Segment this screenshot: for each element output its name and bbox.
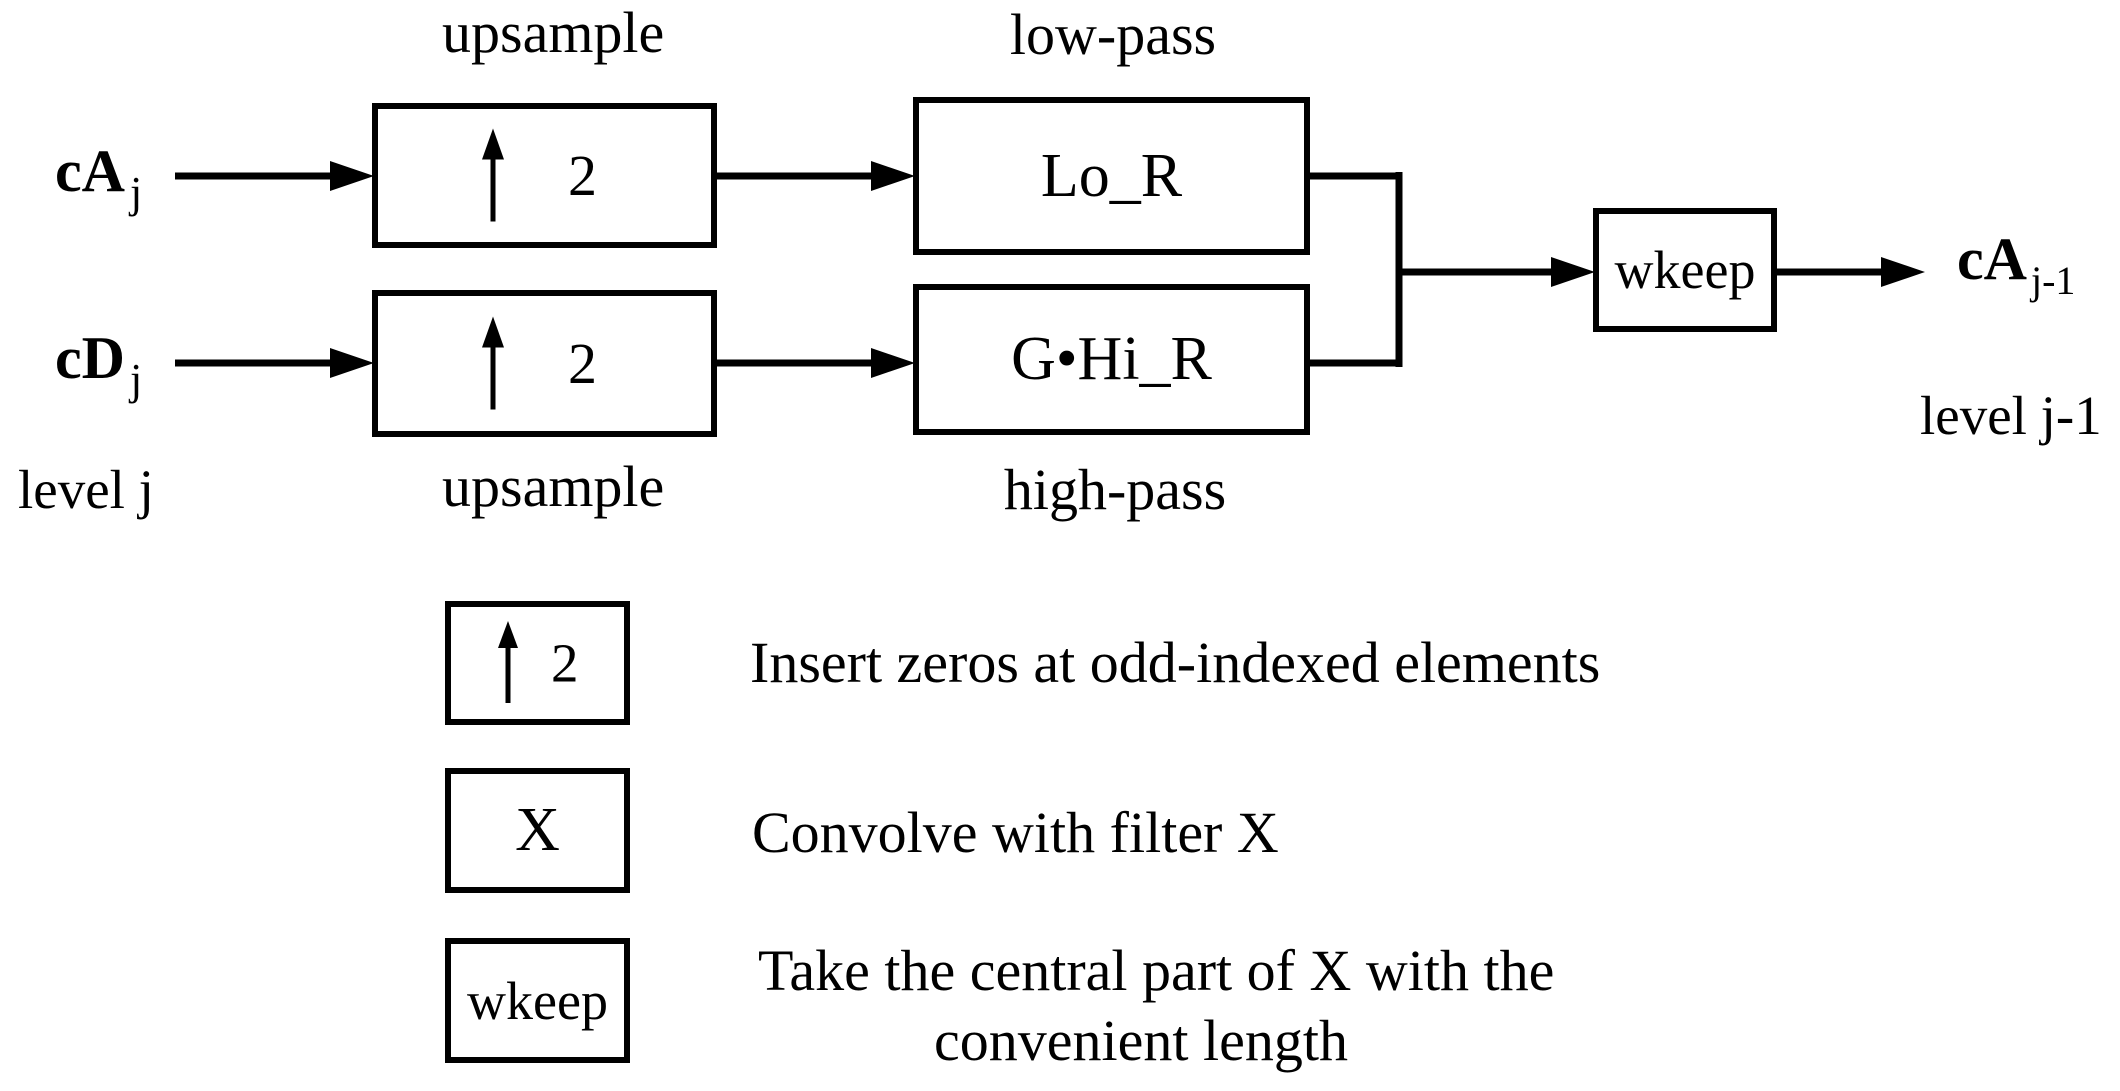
legend-up2-description: Insert zeros at odd-indexed elements [750, 630, 1601, 695]
arrow-wkeep-to-output-head [1881, 257, 1925, 287]
arrow-ca-input [175, 161, 374, 191]
input-cd-base: cD [55, 325, 125, 391]
lowpass-label: low-pass [1009, 2, 1217, 67]
highpass-label: high-pass [1003, 457, 1227, 522]
legend-x-label: X [515, 796, 560, 864]
lowpass-filter-box: Lo_R [913, 97, 1310, 255]
wkeep-label: wkeep [1614, 240, 1756, 300]
legend-wkeep-description-line2: convenient length [934, 1008, 1348, 1073]
up-arrow-icon [478, 316, 508, 411]
highpass-filter-box: G•Hi_R [913, 284, 1310, 435]
input-ca-subscript: j [129, 168, 143, 217]
arrow-wkeep-to-output [1775, 257, 1925, 287]
upsample-box-ca: 2 [372, 103, 717, 248]
output-ca-subscript: j-1 [2030, 258, 2076, 303]
legend-wkeep-description-line1: Take the central part of X with the [758, 938, 1555, 1003]
arrow-merge-to-wkeep-head [1551, 257, 1595, 287]
input-ca-base: cA [55, 138, 125, 204]
level-j-1-label: level j-1 [1920, 385, 2102, 446]
arrow-cd-input [175, 348, 374, 378]
legend-wkeep-description: Take the central part of X with the conv… [758, 936, 1555, 1076]
arrow-upsample-to-highpass [715, 348, 915, 378]
input-cd-subscript: j [129, 355, 143, 404]
upsample-factor: 2 [568, 142, 597, 208]
up-arrow-icon [478, 128, 508, 223]
lowpass-filter-label: Lo_R [1040, 141, 1183, 210]
legend-wkeep-label: wkeep [467, 970, 608, 1031]
arrow-upsample-to-lowpass-head [871, 161, 915, 191]
up-arrow-icon [495, 621, 521, 705]
legend-wkeep-box: wkeep [445, 938, 630, 1063]
legend-up2-box: 2 [445, 601, 630, 725]
arrow-ca-input-head [330, 161, 374, 191]
upsample-box-cd: 2 [372, 290, 717, 437]
upsample-factor: 2 [568, 330, 597, 396]
wkeep-box: wkeep [1593, 208, 1777, 332]
level-j-label: level j [18, 459, 154, 520]
legend-x-description: Convolve with filter X [752, 800, 1279, 865]
arrow-upsample-to-lowpass [715, 161, 915, 191]
highpass-filter-label: G•Hi_R [1011, 325, 1212, 393]
arrow-cd-input-head [330, 348, 374, 378]
arrow-merge-to-wkeep [1396, 257, 1595, 287]
upsample-label-top: upsample [442, 0, 665, 65]
arrow-upsample-to-highpass-head [871, 348, 915, 378]
output-ca-base: cA [1957, 226, 2027, 292]
legend-x-box: X [445, 768, 630, 893]
legend-upsample-factor: 2 [551, 632, 579, 694]
upsample-label-bottom: upsample [442, 454, 665, 519]
